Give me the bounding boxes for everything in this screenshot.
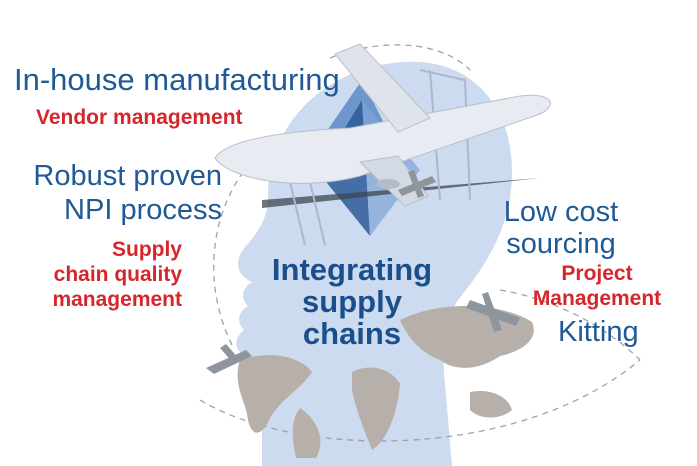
airplane-icon <box>214 43 551 207</box>
label-robust-proven: Robust proven <box>33 160 222 192</box>
flight-path-top <box>329 44 471 71</box>
center-title-integrating: Integrating <box>271 252 433 287</box>
small-plane-icon-center <box>398 170 436 198</box>
center-title-chains: chains <box>302 316 402 351</box>
small-plane-icon-right <box>466 292 520 332</box>
flight-path-bottom <box>199 359 641 442</box>
label-supply: Supply <box>111 238 182 261</box>
center-title-supply: supply <box>302 284 402 319</box>
label-sourcing: sourcing <box>506 228 616 260</box>
world-map <box>237 305 534 458</box>
label-project: Project <box>561 262 633 285</box>
label-npi-process: NPI process <box>64 194 222 226</box>
flight-path-left <box>213 149 263 346</box>
label-vendor-management: Vendor management <box>36 106 243 129</box>
small-plane-icon <box>206 344 252 374</box>
flight-path-right <box>499 289 641 361</box>
label-in-house-manufacturing: In-house manufacturing <box>14 62 340 97</box>
label-chain-quality: chain quality <box>53 263 182 286</box>
label-kitting: Kitting <box>558 316 639 348</box>
label-low-cost: Low cost <box>503 196 619 228</box>
label-project-management: Management <box>532 287 662 310</box>
label-management: management <box>52 288 182 311</box>
